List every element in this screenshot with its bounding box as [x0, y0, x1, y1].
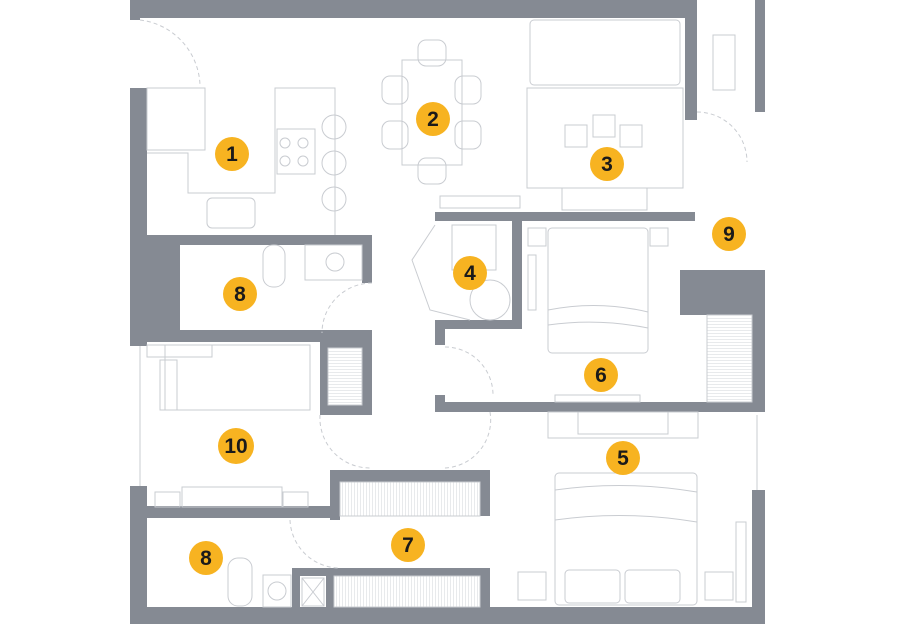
svg-text:9: 9	[723, 223, 735, 246]
room-badge-9: 9	[712, 217, 746, 251]
svg-text:3: 3	[601, 153, 613, 176]
svg-text:6: 6	[595, 364, 607, 387]
room-badge-7: 7	[391, 528, 425, 562]
closets	[327, 314, 753, 608]
room-badge-5: 5	[606, 441, 640, 475]
room-badge-6: 6	[584, 358, 618, 392]
walls	[130, 0, 765, 624]
room-badge-3: 3	[590, 147, 624, 181]
room-badge-8-upper: 8	[223, 277, 257, 311]
room-badge-2: 2	[416, 102, 450, 136]
svg-text:4: 4	[464, 262, 476, 285]
svg-text:8: 8	[234, 283, 246, 306]
svg-text:5: 5	[617, 447, 629, 470]
svg-text:10: 10	[224, 435, 247, 458]
room-badges: 1 2 3 4 5 6 7 8 8 9 10	[189, 102, 746, 575]
svg-text:7: 7	[402, 534, 414, 557]
room-badge-8-lower: 8	[189, 541, 223, 575]
svg-text:2: 2	[427, 108, 439, 131]
furniture	[139, 19, 758, 608]
room-badge-1: 1	[215, 137, 249, 171]
svg-text:8: 8	[200, 547, 212, 570]
svg-text:1: 1	[226, 143, 238, 166]
room-badge-4: 4	[453, 256, 487, 290]
room-badge-10: 10	[218, 428, 254, 464]
